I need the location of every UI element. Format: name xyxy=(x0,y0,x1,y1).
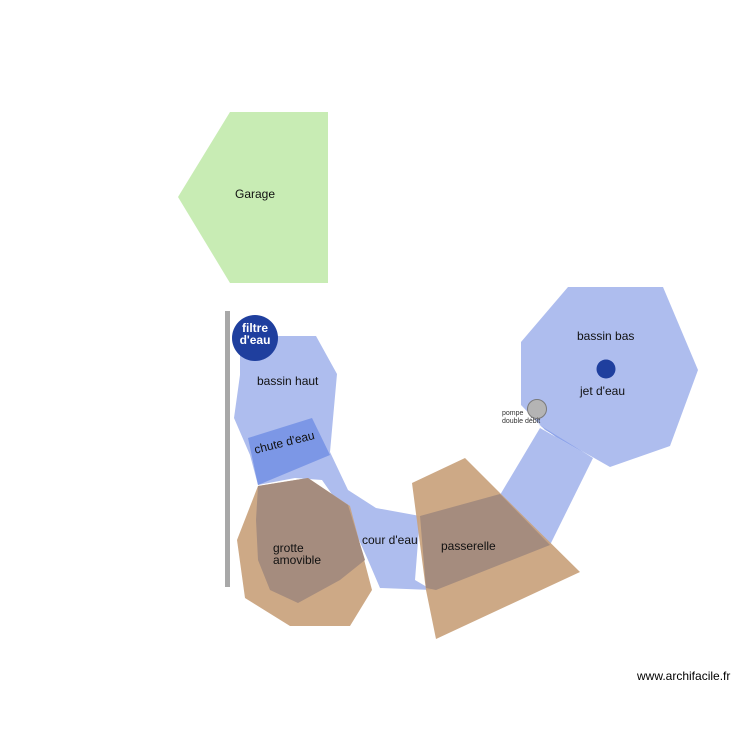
filtre-eau-label-line2: d'eau xyxy=(239,333,271,347)
credit-link[interactable]: www.archifacile.fr xyxy=(637,669,731,683)
grotte-label-line1: grotte xyxy=(273,541,304,555)
pompe-icon[interactable] xyxy=(527,399,547,419)
passerelle-overlap xyxy=(420,494,550,590)
water-course[interactable] xyxy=(234,336,432,590)
cour-eau-label: cour d'eau xyxy=(362,533,418,547)
passerelle-label: passerelle xyxy=(441,539,496,553)
chute-eau-shape[interactable] xyxy=(248,418,330,485)
filtre-eau-label-line1: filtre xyxy=(241,321,268,335)
garage-label: Garage xyxy=(235,187,276,201)
grotte-overlap xyxy=(256,478,365,603)
jet-eau-label: jet d'eau xyxy=(580,384,625,398)
garage-shape[interactable] xyxy=(178,112,328,283)
water-sliver xyxy=(538,424,593,458)
jet-eau-icon[interactable] xyxy=(596,359,616,379)
bassin-bas-label: bassin bas xyxy=(577,329,635,343)
pompe-label-line1: pompe xyxy=(502,410,524,417)
bassin-haut-label: bassin haut xyxy=(257,374,319,388)
grotte-label-line2: amovible xyxy=(273,553,322,567)
pompe-label-line2: double débit xyxy=(502,418,541,425)
water-channel[interactable] xyxy=(500,428,593,545)
filtre-eau-icon[interactable] xyxy=(232,315,278,361)
left-wall xyxy=(225,311,230,587)
